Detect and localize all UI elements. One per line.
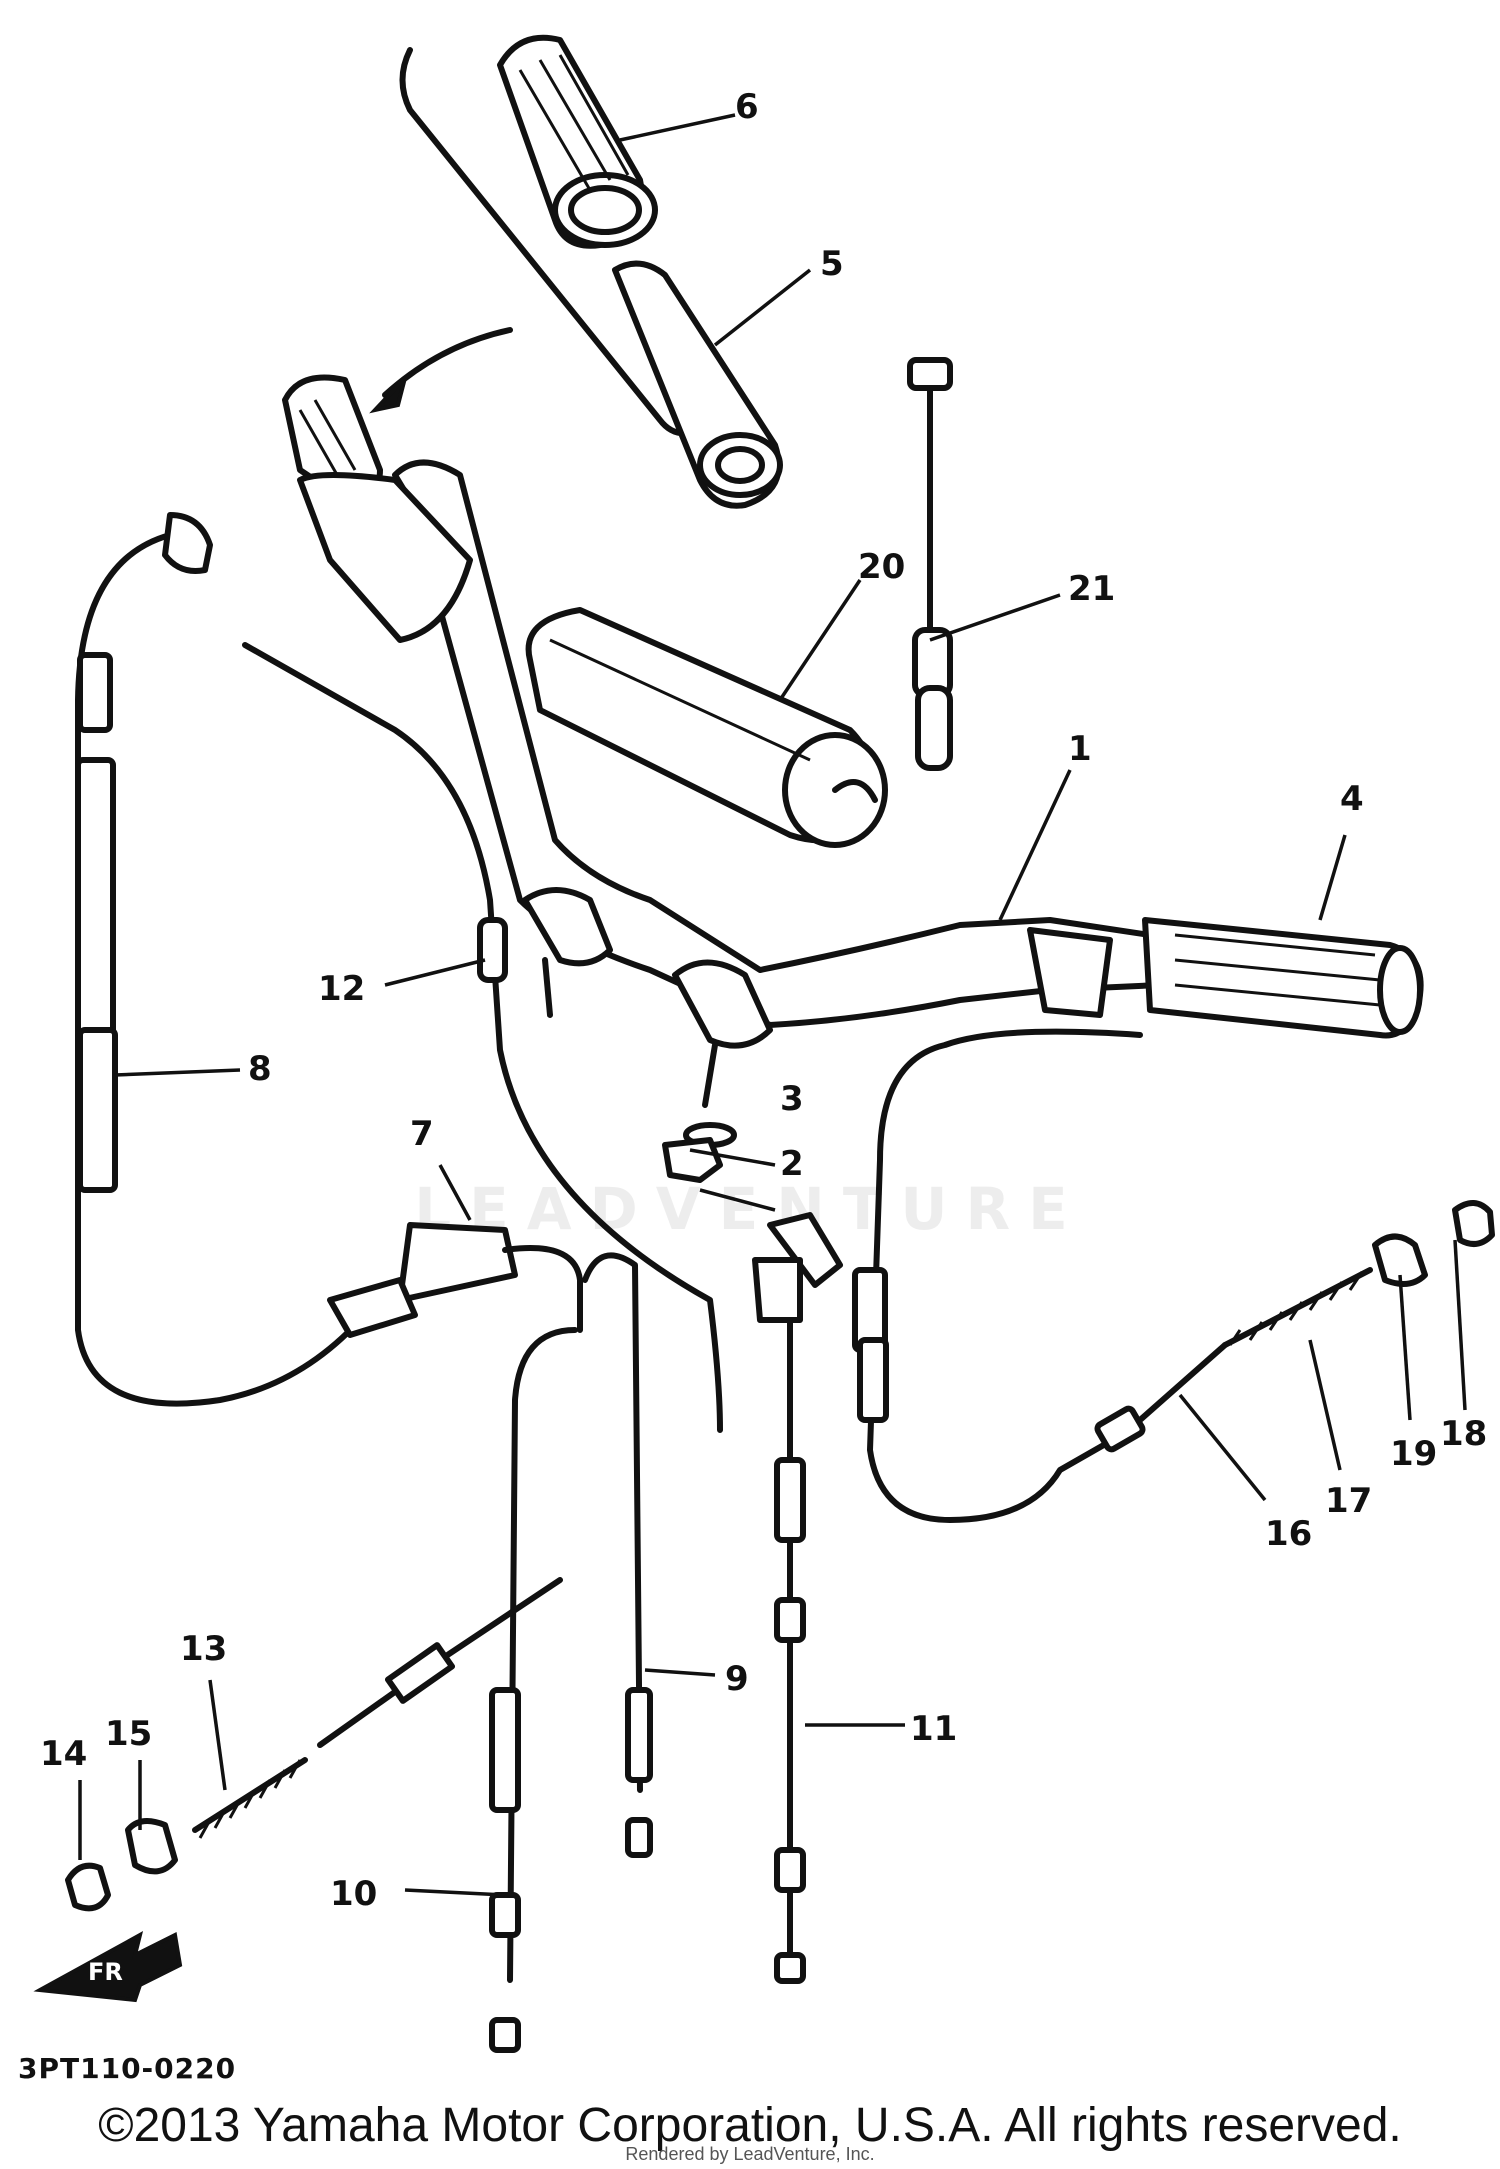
handlebar-clamp-left [522,887,613,1018]
figure-code: 3PT110-0220 [18,2052,237,2085]
callout-8: 8 [248,1049,272,1089]
callout-9: 9 [725,1659,749,1699]
cable-junction-part-7 [327,1222,583,1338]
band-part-21 [907,357,953,771]
callout-11: 11 [910,1709,957,1749]
callout-17: 17 [1325,1481,1372,1521]
callout-15: 15 [105,1714,152,1754]
callout-6: 6 [735,87,759,127]
throttle-grip-part-20 [525,607,888,848]
callout-7: 7 [410,1114,434,1154]
callout-19: 19 [1390,1434,1437,1474]
grip-sleeve-part-5 [612,260,783,509]
cable-part-11 [752,1212,843,1984]
front-direction-marker: FR [33,1931,183,2003]
callout-1: 1 [1068,729,1092,769]
handlebar-clamp-right [672,959,773,1108]
throttle-cable-part-9 [582,1252,653,1858]
callout-18: 18 [1440,1414,1487,1454]
locknut-part-15 [125,1818,178,1875]
callout-14: 14 [40,1734,87,1774]
leader-lines [78,113,1467,1897]
clutch-cable-part-8 [75,512,423,1407]
callout-20: 20 [858,547,905,587]
callout-labels: 1 2 3 4 5 6 7 8 9 10 11 12 13 14 15 16 1… [40,87,1487,1914]
callout-12: 12 [318,969,365,1009]
cap-part-18 [1452,1200,1495,1247]
leadventure-watermark: LEADVENTURE [414,1175,1086,1243]
cable-part-16 [852,1028,1146,1523]
front-marker-label: FR [88,1958,123,1986]
callout-10: 10 [330,1874,377,1914]
handlebar-part-1 [392,459,1163,1028]
cap-part-14 [65,1862,111,1912]
adjuster-spring-part-13 [192,1577,563,1839]
nut-part-2 [662,1137,723,1183]
callout-5: 5 [820,244,844,284]
grip-left-part-6 [497,34,658,249]
callout-13: 13 [180,1629,227,1669]
locknut-part-19 [1372,1233,1428,1287]
callout-3: 3 [780,1079,804,1119]
callout-4: 4 [1340,779,1364,819]
render-credit: Rendered by LeadVenture, Inc. [625,2144,875,2164]
adjuster-spring-part-17 [1137,1267,1373,1423]
callout-21: 21 [1068,569,1115,609]
callout-16: 16 [1265,1514,1312,1554]
cable-part-10 [489,1327,578,2053]
callout-2: 2 [780,1144,804,1184]
left-grip-on-bar [282,374,473,643]
grip-right-part-4 [1027,917,1424,1039]
copyright-notice: ©2013 Yamaha Motor Corporation, U.S.A. A… [98,2099,1402,2152]
cable-part-12 [242,642,723,1433]
